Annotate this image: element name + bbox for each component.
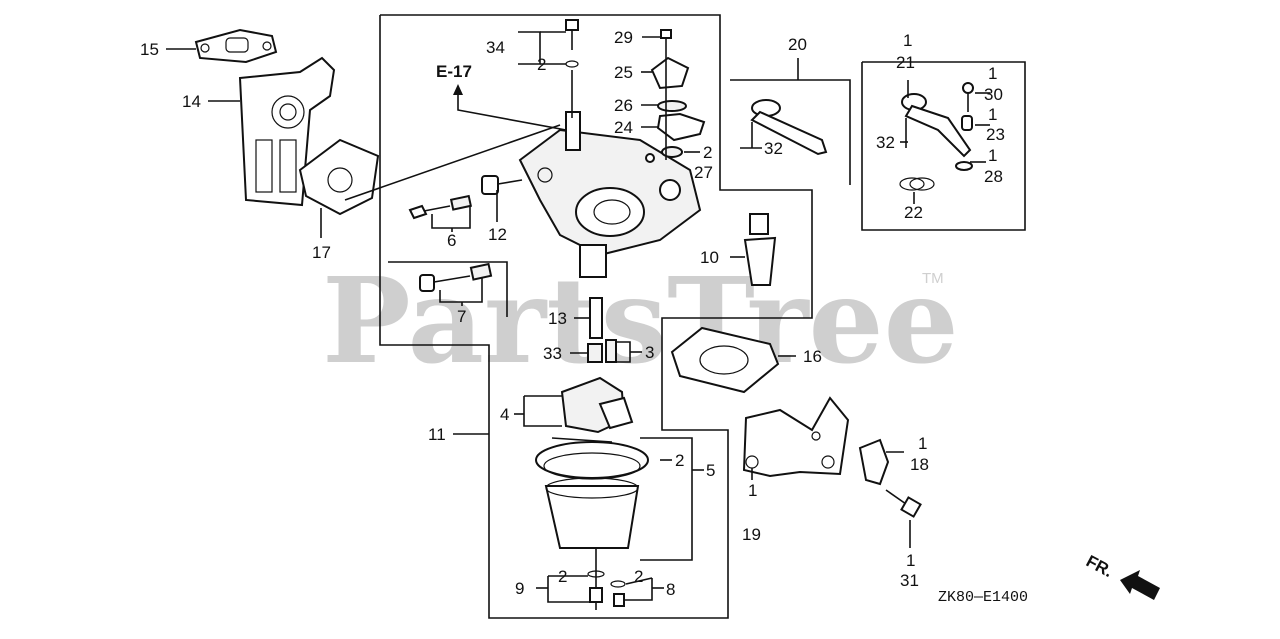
gasket-16 (670, 326, 780, 394)
gasket-17 (298, 138, 380, 216)
leader-17-line (344, 124, 561, 201)
screw-29 (660, 29, 672, 52)
callout-1-e: 1 (918, 434, 927, 453)
callout-15: 15 (140, 40, 159, 59)
callout-27: 27 (694, 163, 713, 182)
callout-7: 7 (457, 307, 466, 326)
callout-11: 11 (428, 425, 446, 444)
reference-label[interactable]: E-17 (436, 62, 472, 81)
spring-33 (587, 343, 603, 363)
seal-27 (661, 146, 683, 158)
callout-26: 26 (614, 96, 633, 115)
sub-group-outline-20 (730, 79, 851, 185)
washer-2-top (565, 60, 579, 68)
choke-lever-20 (750, 99, 828, 156)
clamp-18 (858, 438, 890, 486)
front-direction-arrow (1120, 570, 1160, 600)
callout-6: 6 (447, 231, 456, 250)
callout-29: 29 (614, 28, 633, 47)
callout-2-mid: 2 (703, 143, 712, 162)
callout-3: 3 (645, 343, 654, 362)
washer-2-right (610, 580, 626, 588)
washer-2-bottom (587, 570, 605, 578)
screw-12 (481, 175, 523, 195)
screw-set-6 (408, 194, 473, 220)
callout-22: 22 (904, 203, 923, 222)
front-direction-label: FR. (1083, 551, 1116, 581)
sub-group-outline-7 (388, 261, 508, 317)
diaphragm-cover-25 (650, 56, 690, 90)
leader-lines (166, 31, 990, 603)
callout-31: 31 (900, 571, 919, 590)
bolt-31 (885, 489, 922, 518)
callout-2-top: 2 (537, 55, 546, 74)
screw-2-small (645, 153, 655, 163)
screw-set-7 (419, 262, 493, 292)
callout-14: 14 (182, 92, 201, 111)
callout-13: 13 (548, 309, 567, 328)
callout-28: 28 (984, 167, 1003, 186)
spring-22 (899, 177, 935, 191)
sub-group-outline-5 (640, 437, 693, 561)
watermark-trademark: TM (922, 270, 944, 287)
callout-1-a: 1 (903, 31, 912, 50)
float-bowl-5 (535, 441, 649, 549)
lever-10 (743, 213, 777, 286)
callout-5: 5 (706, 461, 715, 480)
callout-8: 8 (666, 580, 675, 599)
callout-32-right: 32 (876, 133, 895, 152)
callout-1-d: 1 (988, 146, 997, 165)
screw-34 (565, 19, 579, 50)
callout-1-c: 1 (988, 105, 997, 124)
callout-19: 19 (742, 525, 761, 544)
float-4 (551, 376, 634, 443)
callout-24: 24 (614, 118, 633, 137)
spring-26 (657, 100, 687, 112)
callout-25: 25 (614, 63, 633, 82)
callout-21: 21 (896, 53, 915, 72)
callout-33: 33 (543, 344, 562, 363)
callout-20: 20 (788, 35, 807, 54)
diaphragm-24 (656, 112, 706, 142)
sub-group-outline-21 (861, 61, 1026, 231)
watermark: PartsTree (322, 251, 959, 390)
callout-18: 18 (910, 455, 929, 474)
drain-screw-8 (613, 593, 625, 607)
main-group-outline (379, 14, 813, 619)
callout-4: 4 (500, 405, 509, 424)
reference-arrow (457, 88, 567, 131)
callout-17: 17 (312, 243, 331, 262)
drain-bolt-9 (589, 587, 603, 603)
callout-2-bowl: 2 (675, 451, 684, 470)
bracket-19 (742, 396, 850, 478)
reference-arrowhead (453, 84, 463, 95)
insulator-plate-14 (238, 56, 336, 207)
carburetor-body (518, 111, 702, 278)
callout-1-f: 1 (748, 481, 757, 500)
callout-12: 12 (488, 225, 507, 244)
callout-2-drain-right: 2 (634, 567, 643, 586)
callout-16: 16 (803, 347, 822, 366)
callout-2-drain-left: 2 (558, 567, 567, 586)
callout-23: 23 (986, 125, 1005, 144)
throttle-arm-21 (901, 82, 974, 171)
gasket-15 (194, 28, 278, 64)
jet-3 (605, 339, 617, 363)
callout-30: 30 (984, 85, 1003, 104)
callout-32-left: 32 (764, 139, 783, 158)
callout-1-b: 1 (988, 64, 997, 83)
callout-1-g: 1 (906, 551, 915, 570)
callout-10: 10 (700, 248, 719, 267)
callout-34: 34 (486, 38, 505, 57)
diagram-code: ZK80—E1400 (938, 589, 1028, 606)
needle-13 (589, 297, 603, 339)
callout-9: 9 (515, 579, 524, 598)
